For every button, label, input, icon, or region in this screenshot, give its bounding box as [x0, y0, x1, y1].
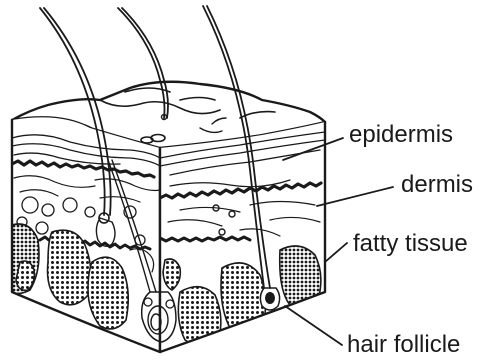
label-epidermis: epidermis	[349, 121, 453, 148]
label-hair-follicle: hair follicle	[347, 331, 460, 358]
label-fatty-tissue: fatty tissue	[353, 230, 468, 257]
hair-follicle-right	[260, 288, 279, 310]
leader-line-dermis	[317, 187, 393, 206]
leader-line-hair-follicle	[285, 306, 342, 345]
label-dermis: dermis	[401, 171, 473, 198]
leader-line-fatty-tissue	[325, 243, 347, 262]
